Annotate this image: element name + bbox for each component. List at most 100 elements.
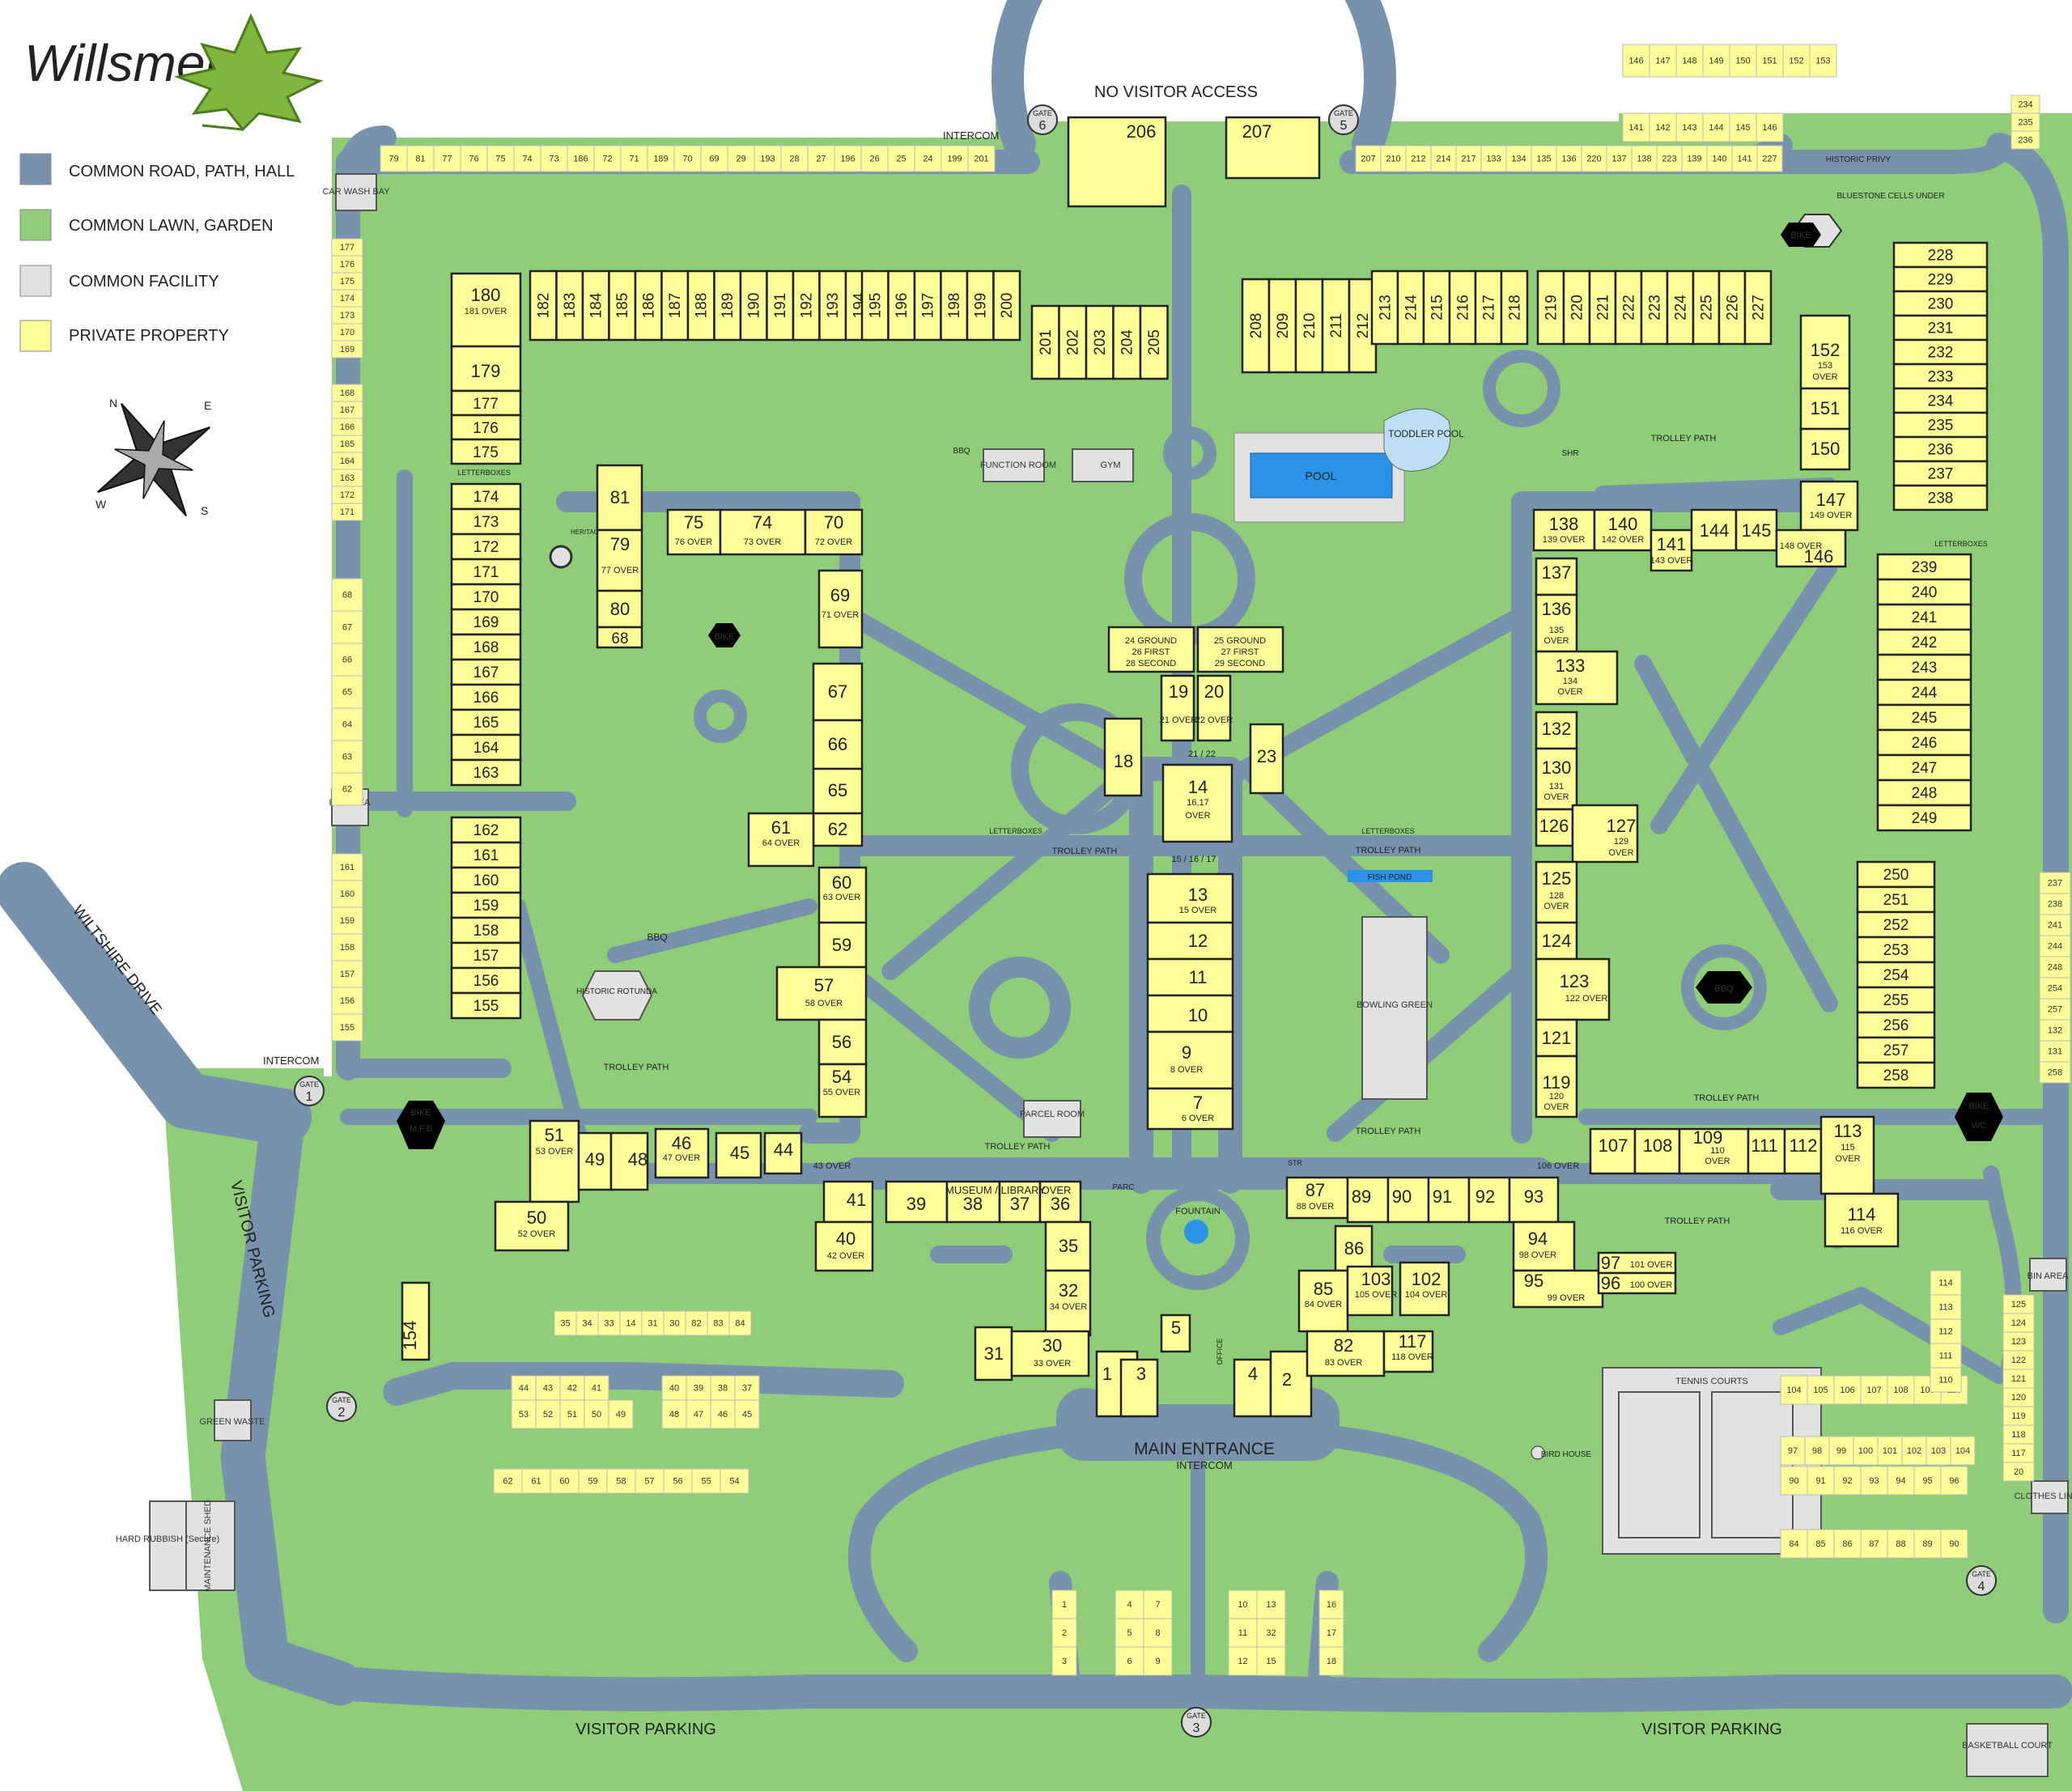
strip-106[interactable]: 106 [1833, 1375, 1862, 1405]
unit-35[interactable]: 35 [1044, 1220, 1092, 1272]
strip-38[interactable]: 38 [710, 1375, 736, 1401]
strip-27[interactable]: 27 [807, 145, 835, 172]
unit-209[interactable]: 209 [1267, 278, 1297, 374]
strip-55[interactable]: 55 [691, 1468, 721, 1494]
strip-84[interactable]: 84 [728, 1310, 752, 1336]
unit-229[interactable]: 229 [1892, 265, 1989, 293]
unit-170[interactable]: 170 [450, 583, 522, 611]
strip-91[interactable]: 91 [1807, 1466, 1835, 1496]
strip-153[interactable]: 153 [1809, 44, 1837, 78]
unit-203[interactable]: 203 [1085, 304, 1115, 380]
unit-242[interactable]: 242 [1876, 628, 1972, 656]
strip-142[interactable]: 142 [1649, 112, 1677, 142]
unit-5[interactable]: 5 [1160, 1314, 1191, 1353]
unit-41[interactable]: 41 [822, 1180, 874, 1224]
strip-101[interactable]: 101 [1877, 1436, 1903, 1466]
strip-113[interactable]: 113 [1930, 1294, 1962, 1320]
strip-258[interactable]: 258 [2039, 1061, 2071, 1084]
unit-89[interactable]: 89 [1346, 1176, 1390, 1224]
strip-210[interactable]: 210 [1380, 145, 1407, 172]
strip-71[interactable]: 71 [620, 145, 648, 172]
strip-100[interactable]: 100 [1853, 1436, 1879, 1466]
strip-31[interactable]: 31 [641, 1310, 664, 1336]
strip-117[interactable]: 117 [2002, 1443, 2035, 1463]
strip-236[interactable]: 236 [2010, 130, 2040, 150]
strip-72[interactable]: 72 [593, 145, 622, 172]
strip-77[interactable]: 77 [433, 145, 461, 172]
strip-134[interactable]: 134 [1505, 145, 1532, 172]
strip-152[interactable]: 152 [1782, 44, 1811, 78]
strip-6[interactable]: 6 [1115, 1646, 1144, 1676]
strip-8[interactable]: 8 [1143, 1618, 1173, 1648]
strip-124[interactable]: 124 [2002, 1313, 2035, 1333]
strip-41[interactable]: 41 [584, 1375, 609, 1401]
strip-227[interactable]: 227 [1756, 145, 1783, 172]
unit-239[interactable]: 239 [1876, 553, 1972, 581]
strip-3[interactable]: 3 [1051, 1646, 1077, 1676]
unit-172[interactable]: 172 [450, 533, 522, 561]
unit-56[interactable]: 56 [817, 1018, 868, 1066]
unit-254[interactable]: 254 [1856, 961, 1936, 989]
strip-34[interactable]: 34 [575, 1310, 599, 1336]
unit-65[interactable]: 65 [812, 767, 864, 815]
unit-159[interactable]: 159 [450, 891, 522, 919]
strip-30[interactable]: 30 [663, 1310, 686, 1336]
strip-62[interactable]: 62 [331, 772, 363, 806]
unit-59[interactable]: 59 [817, 921, 868, 969]
strip-169[interactable]: 169 [331, 340, 363, 359]
unit-248[interactable]: 248 [1876, 779, 1972, 807]
strip-168[interactable]: 168 [331, 384, 363, 402]
unit-233[interactable]: 233 [1892, 363, 1989, 390]
strip-40[interactable]: 40 [661, 1375, 687, 1401]
strip-104[interactable]: 104 [1950, 1436, 1976, 1466]
strip-114[interactable]: 114 [1930, 1270, 1962, 1296]
strip-13[interactable]: 13 [1256, 1589, 1286, 1619]
strip-167[interactable]: 167 [331, 401, 363, 419]
unit-144[interactable]: 144 [1690, 508, 1738, 552]
unit-157[interactable]: 157 [450, 941, 522, 970]
unit-186[interactable]: 186 [634, 269, 663, 342]
unit-176[interactable]: 176 [450, 414, 522, 441]
strip-170[interactable]: 170 [331, 323, 363, 342]
strip-54[interactable]: 54 [720, 1468, 749, 1494]
strip-123[interactable]: 123 [2002, 1331, 2035, 1352]
strip-214[interactable]: 214 [1430, 145, 1457, 172]
unit-158[interactable]: 158 [450, 916, 522, 944]
unit-166[interactable]: 166 [450, 683, 522, 711]
unit-225[interactable]: 225 [1692, 269, 1721, 346]
unit-185[interactable]: 185 [608, 269, 637, 342]
unit-198[interactable]: 198 [940, 269, 969, 342]
unit-161[interactable]: 161 [450, 841, 522, 869]
unit-224[interactable]: 224 [1666, 269, 1695, 346]
strip-223[interactable]: 223 [1656, 145, 1683, 172]
strip-143[interactable]: 143 [1675, 112, 1704, 142]
strip-112[interactable]: 112 [1930, 1318, 1962, 1344]
strip-73[interactable]: 73 [540, 145, 568, 172]
strip-189[interactable]: 189 [647, 145, 675, 172]
strip-140[interactable]: 140 [1706, 145, 1733, 172]
strip-99[interactable]: 99 [1828, 1436, 1854, 1466]
unit-165[interactable]: 165 [450, 708, 522, 736]
strip-146[interactable]: 146 [1756, 112, 1784, 142]
strip-234[interactable]: 234 [2010, 95, 2040, 114]
strip-5[interactable]: 5 [1115, 1618, 1144, 1648]
strip-186[interactable]: 186 [567, 145, 595, 172]
unit-39[interactable]: 39 [885, 1180, 949, 1224]
unit-4[interactable]: 4 [1233, 1358, 1272, 1418]
strip-119[interactable]: 119 [2002, 1406, 2035, 1426]
unit-44[interactable]: 44 [763, 1131, 803, 1175]
strip-62[interactable]: 62 [493, 1468, 523, 1494]
unit-132[interactable]: 132 [1535, 711, 1578, 750]
unit-45[interactable]: 45 [715, 1131, 762, 1179]
strip-56[interactable]: 56 [663, 1468, 693, 1494]
strip-212[interactable]: 212 [1405, 145, 1432, 172]
strip-32[interactable]: 32 [1256, 1618, 1286, 1648]
